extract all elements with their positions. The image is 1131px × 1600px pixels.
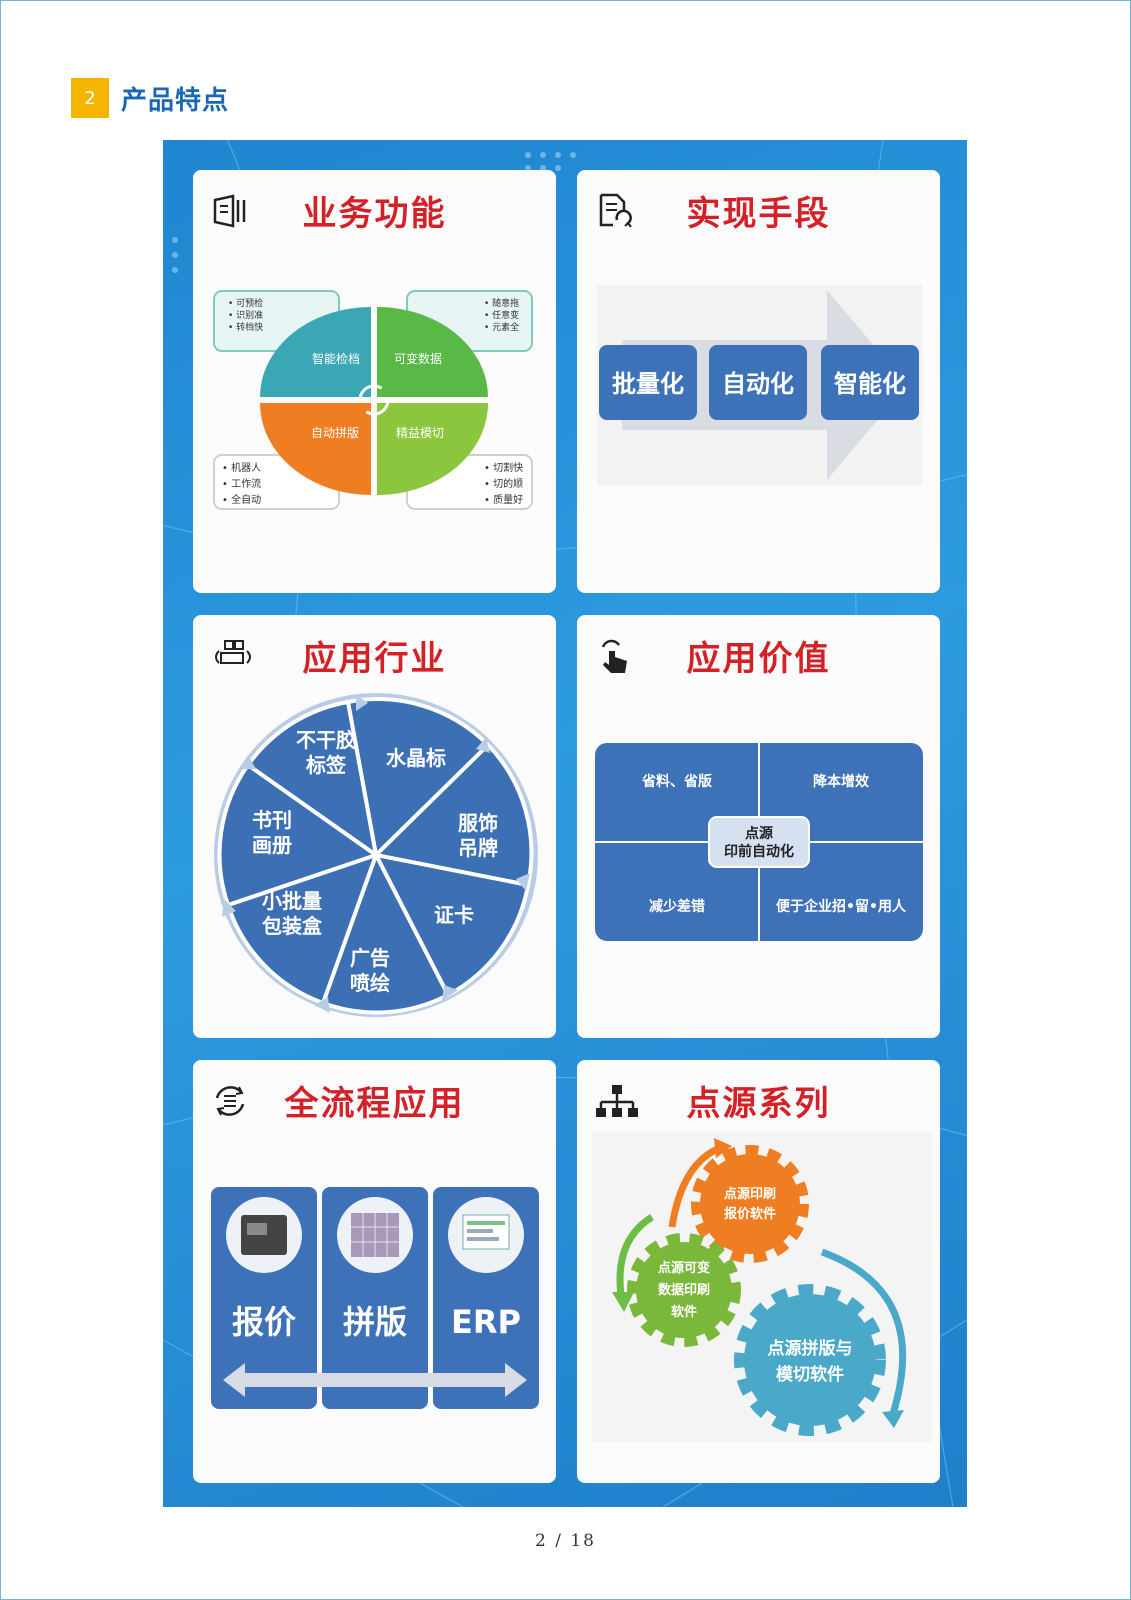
- gear2-line2: 数据印刷: [658, 1282, 710, 1298]
- industry-wheel: 不干胶 标签 水晶标 服饰 吊牌 证卡 广告 喷绘 小批量 包装盒 书刊 画册: [214, 693, 538, 1017]
- card-title: 全流程应用: [284, 1084, 465, 1124]
- industry-label: 画册: [252, 833, 292, 857]
- card-application-value: 应用价值 省料、省版 降本增效 减少差错 便于企业招•留•用人 点源 印前自动化: [577, 615, 940, 1038]
- flow-imposition: 拼版: [343, 1303, 407, 1341]
- industry-label: 证卡: [434, 903, 474, 927]
- note-br-0: • 切割快: [484, 461, 523, 474]
- org-chart-icon: [596, 1085, 638, 1117]
- workflow-diagram: 报价 拼版 ERP: [211, 1187, 539, 1409]
- business-quadrant-diagram: • 可预检 • 识别准 • 转档快 • 随意拖 • 任意变 • 元素全 • 机器…: [213, 290, 533, 510]
- note-tl-1: • 识别准: [228, 310, 263, 321]
- note-tr-2: • 元素全: [484, 321, 519, 333]
- card-full-workflow: 全流程应用 报价 拼版 ERP: [193, 1060, 556, 1483]
- card-title: 点源系列: [686, 1084, 831, 1124]
- double-arrow-icon: [223, 1363, 527, 1397]
- value-fewer-errors: 减少差错: [649, 898, 705, 915]
- card-product-series: 点源系列 点源印刷 报价软件 点源可变 数据印刷 软件: [577, 1060, 940, 1483]
- gear2-line3: 软件: [671, 1304, 697, 1320]
- industry-label: 吊牌: [458, 836, 498, 860]
- card-implementation-means: 实现手段 批量化 自动化 智能化: [577, 170, 940, 593]
- industry-label: 广告: [350, 946, 390, 970]
- note-bl-1: • 工作流: [222, 477, 261, 490]
- gear1-line2: 报价软件: [724, 1206, 776, 1222]
- flow-quote: 报价: [232, 1303, 296, 1341]
- value-hiring: 便于企业招•留•用人: [776, 898, 907, 915]
- means-arrow-diagram: 批量化 自动化 智能化: [597, 285, 922, 485]
- note-bl-2: • 全自动: [222, 493, 261, 506]
- value-center-line2: 印前自动化: [724, 843, 794, 860]
- cycle-list-icon: [215, 1086, 245, 1116]
- card-business-functions: 业务功能 • 可预检 • 识别准 • 转档快 • 随意拖 • 任意变 • 元素全…: [193, 170, 556, 593]
- gear3-line1: 点源拼版与: [768, 1338, 853, 1359]
- gear1-line1: 点源印刷: [724, 1186, 776, 1202]
- gear3-line2: 模切软件: [776, 1364, 844, 1385]
- flow-erp: ERP: [451, 1303, 521, 1341]
- card-title: 实现手段: [686, 194, 831, 234]
- quadrant-auto-imposition: 自动拼版: [311, 426, 359, 440]
- card-application-industries: 应用行业 不干胶 标签 水晶标: [193, 615, 556, 1038]
- note-br-2: • 质量好: [484, 494, 523, 506]
- note-bl-0: • 机器人: [222, 461, 261, 474]
- industry-label: 服饰: [458, 811, 498, 835]
- card-title: 应用行业: [302, 639, 447, 679]
- document-lines-icon: [213, 194, 246, 228]
- means-batch: 批量化: [612, 370, 684, 398]
- means-automation: 自动化: [722, 370, 794, 398]
- connected-blocks-icon: [215, 640, 251, 664]
- document-refresh-icon: [599, 193, 632, 228]
- means-intelligence: 智能化: [834, 370, 906, 398]
- value-center-line1: 点源: [745, 825, 773, 842]
- industry-label: 包装盒: [262, 914, 323, 938]
- quadrant-smart-check: 智能检档: [312, 351, 360, 366]
- gear-variable-data-software: 点源可变 数据印刷 软件: [627, 1233, 741, 1347]
- section-title: 产品特点: [121, 86, 230, 116]
- value-cost-efficiency: 降本增效: [813, 773, 870, 790]
- note-tl-0: • 可预检: [228, 297, 263, 309]
- industry-label: 书刊: [252, 808, 292, 832]
- quadrant-variable-data: 可变数据: [394, 351, 442, 366]
- series-gears: 点源印刷 报价软件 点源可变 数据印刷 软件 点源拼版与 模切软件: [592, 1132, 932, 1442]
- value-save-material: 省料、省版: [641, 773, 712, 790]
- industry-label: 标签: [306, 753, 347, 777]
- card-title: 业务功能: [302, 194, 447, 234]
- gear-imposition-diecut-software: 点源拼版与 模切软件: [734, 1284, 886, 1436]
- note-tr-1: • 任意变: [484, 309, 519, 321]
- industry-label: 不干胶: [296, 728, 356, 752]
- gear2-line1: 点源可变: [658, 1260, 710, 1276]
- industry-label: 喷绘: [350, 971, 390, 995]
- section-number: 2: [71, 78, 109, 118]
- gear-quote-software: 点源印刷 报价软件: [691, 1145, 809, 1263]
- pointing-hand-icon: [601, 639, 627, 673]
- value-matrix: 省料、省版 降本增效 减少差错 便于企业招•留•用人 点源 印前自动化: [595, 743, 923, 941]
- page-number: 2 / 18: [535, 1531, 596, 1551]
- card-title: 应用价值: [686, 639, 831, 679]
- quadrant-precise-die-cut: 精益模切: [396, 426, 444, 440]
- industry-label: 小批量: [262, 889, 322, 913]
- feature-poster: 业务功能 • 可预检 • 识别准 • 转档快 • 随意拖 • 任意变 • 元素全…: [163, 140, 967, 1507]
- note-br-1: • 切的顺: [484, 477, 523, 490]
- note-tr-0: • 随意拖: [484, 297, 519, 309]
- note-tl-2: • 转档快: [228, 321, 263, 333]
- industry-label: 水晶标: [386, 746, 446, 770]
